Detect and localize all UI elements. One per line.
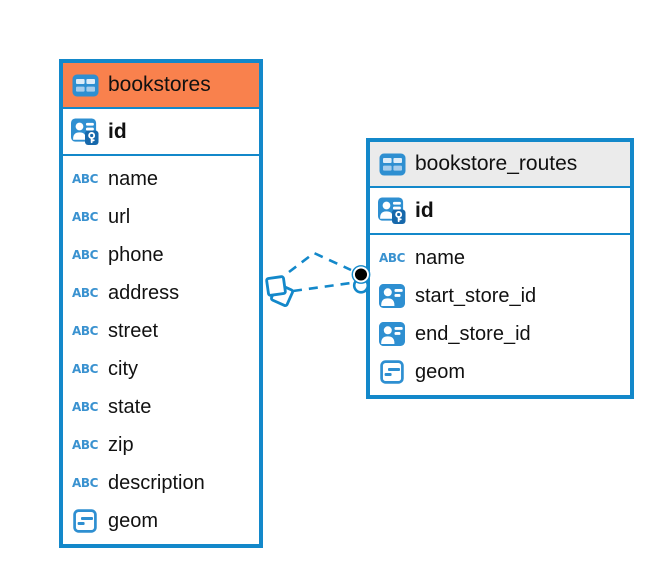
column-row-zip[interactable]: ABC zip (63, 426, 259, 464)
column-row-id[interactable]: id (63, 109, 259, 156)
text-type-icon: ABC (71, 286, 99, 300)
column-name: street (108, 319, 159, 342)
table-title: bookstore_routes (415, 152, 578, 175)
column-row-geom[interactable]: geom (370, 353, 630, 391)
column-name: name (108, 167, 159, 190)
text-type-icon: ABC (378, 251, 406, 265)
column-row-address[interactable]: ABC address (63, 274, 259, 312)
text-type-icon: ABC (71, 362, 99, 376)
column-row-url[interactable]: ABC url (63, 198, 259, 236)
column-name: start_store_id (415, 284, 537, 307)
table-bookstore-routes[interactable]: bookstore_routes id ABC name (366, 138, 634, 399)
text-type-icon: ABC (71, 400, 99, 414)
column-name: state (108, 395, 152, 418)
table-bookstores[interactable]: bookstores id ABC name (59, 59, 263, 548)
column-row-geom[interactable]: geom (63, 502, 259, 540)
text-type-icon: ABC (71, 476, 99, 490)
column-name: id (108, 119, 127, 143)
column-name: end_store_id (415, 322, 531, 345)
column-row-state[interactable]: ABC state (63, 388, 259, 426)
column-name: city (108, 357, 138, 380)
geometry-type-icon (378, 360, 406, 384)
column-name: phone (108, 243, 164, 266)
column-row-description[interactable]: ABC description (63, 464, 259, 502)
column-list: ABC name ABC url ABC phone ABC address A… (63, 156, 259, 543)
column-row-name[interactable]: ABC name (63, 160, 259, 198)
foreign-key-icon (378, 322, 406, 346)
many-side-marker[interactable] (265, 275, 294, 307)
column-row-phone[interactable]: ABC phone (63, 236, 259, 274)
foreign-key-icon (378, 284, 406, 308)
geometry-type-icon (71, 509, 99, 533)
column-row-city[interactable]: ABC city (63, 350, 259, 388)
text-type-icon: ABC (71, 438, 99, 452)
column-list: ABC name start_store_id (370, 235, 630, 394)
column-name: address (108, 281, 180, 304)
table-header-bookstore-routes[interactable]: bookstore_routes (370, 142, 630, 188)
table-header-bookstores[interactable]: bookstores (63, 63, 259, 109)
column-name: id (415, 198, 434, 222)
column-name: url (108, 205, 131, 228)
text-type-icon: ABC (71, 210, 99, 224)
column-name: description (108, 471, 205, 494)
column-name: name (415, 246, 466, 269)
column-name: geom (415, 360, 466, 383)
primary-key-icon (71, 117, 99, 146)
table-icon (378, 153, 406, 176)
column-row-start-store-id[interactable]: start_store_id (370, 277, 630, 315)
column-row-street[interactable]: ABC street (63, 312, 259, 350)
relationship-line-end-store-id[interactable] (292, 281, 352, 293)
text-type-icon: ABC (71, 172, 99, 186)
table-icon (71, 74, 99, 97)
column-name: zip (108, 433, 134, 456)
text-type-icon: ABC (71, 248, 99, 262)
table-title: bookstores (108, 73, 211, 96)
column-row-end-store-id[interactable]: end_store_id (370, 315, 630, 353)
column-name: geom (108, 509, 159, 532)
column-row-id[interactable]: id (370, 188, 630, 235)
column-row-name[interactable]: ABC name (370, 239, 630, 277)
relationship-line-start-store-id[interactable] (288, 251, 352, 274)
text-type-icon: ABC (71, 324, 99, 338)
primary-key-icon (378, 196, 406, 225)
